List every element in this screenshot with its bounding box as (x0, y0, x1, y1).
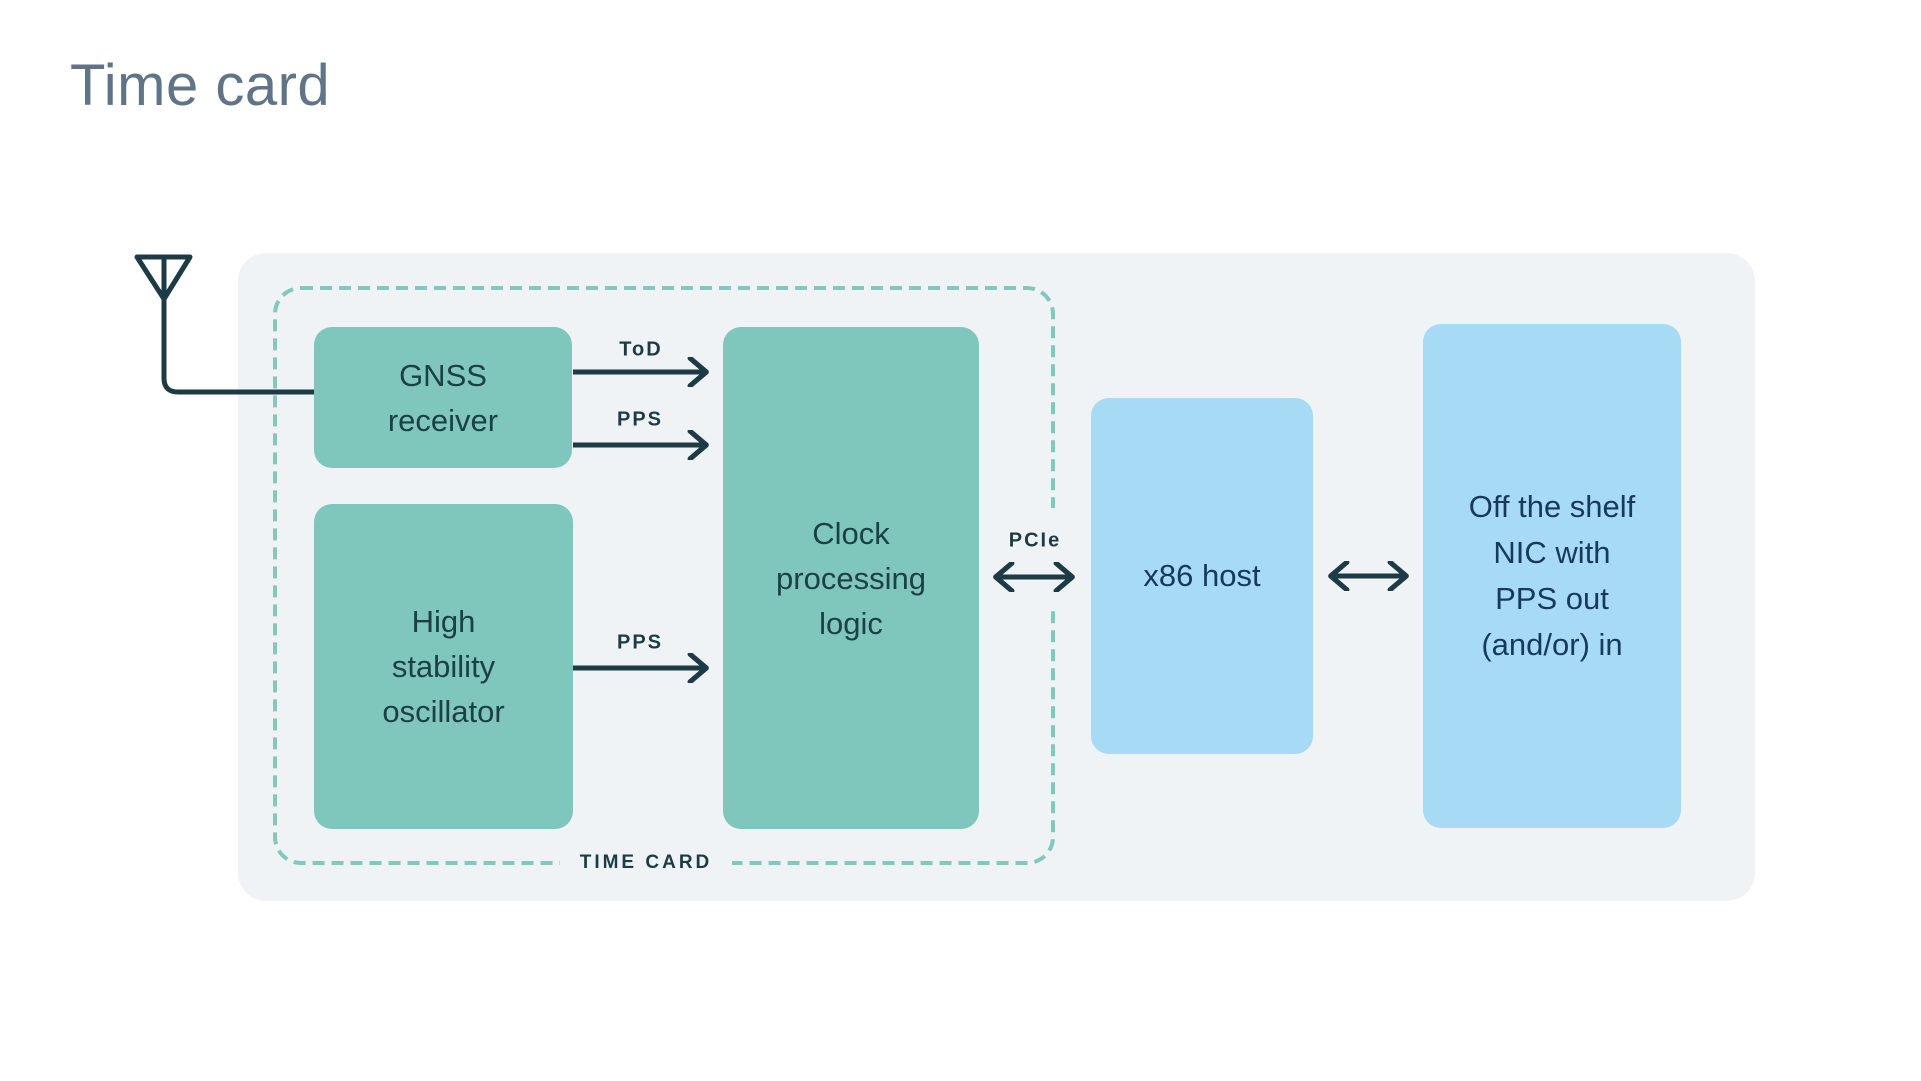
block-label-line: oscillator (382, 694, 505, 729)
block-label-line: Clock (812, 515, 890, 551)
block-label-line: GNSS (399, 357, 487, 393)
block-label-line: x86 host (1143, 558, 1261, 593)
block-label-line: receiver (387, 402, 499, 438)
x86-host-block: x86 host (1091, 398, 1313, 754)
page-title: Time card (70, 53, 331, 118)
pps-label-gnss: PPS (616, 408, 664, 431)
high-stability-oscillator-block: High stability oscillator (314, 504, 573, 829)
pps-label-oscillator: PPS (616, 631, 664, 654)
block-label-line: PPS out (1495, 581, 1609, 616)
block-label-line: High (411, 604, 476, 639)
off-the-shelf-nic-block: Off the shelf NIC with PPS out (and/or) … (1423, 324, 1681, 828)
block-label-line: Off the shelf (1468, 489, 1636, 524)
block-label-line: processing (776, 560, 926, 596)
clock-processing-logic-block: Clock processing logic (723, 327, 979, 829)
time-card-group-label: TIME CARD (579, 852, 713, 873)
block-label-line: (and/or) in (1481, 627, 1623, 662)
gnss-receiver-block: GNSS receiver (314, 327, 572, 468)
block-label-line: stability (391, 649, 496, 684)
block-label-line: NIC with (1493, 535, 1611, 570)
block-label-line: logic (819, 605, 883, 641)
tod-label: ToD (619, 338, 663, 361)
pcie-label: PCIe (1008, 529, 1062, 552)
